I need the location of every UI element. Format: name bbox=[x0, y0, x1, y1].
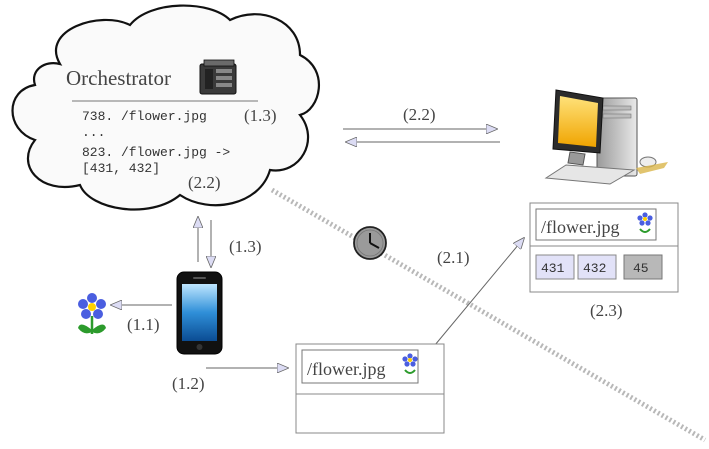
step-2-1-label: (2.1) bbox=[437, 248, 470, 267]
server-file-record: /flower.jpg 431 432 45 bbox=[529, 202, 679, 293]
log-line-3: 823. /flower.jpg -> bbox=[82, 145, 230, 160]
flower-icon bbox=[78, 293, 106, 334]
desktop-computer-icon bbox=[544, 89, 668, 185]
log-line-1: 738. /flower.jpg bbox=[82, 109, 207, 124]
slot-45 bbox=[623, 254, 663, 280]
slot-431 bbox=[535, 254, 575, 280]
local-record-filename: /flower.jpg bbox=[307, 359, 386, 379]
step-2-2-cloud-label: (2.2) bbox=[188, 173, 221, 192]
clock-icon bbox=[353, 226, 387, 260]
server-record-filename: /flower.jpg bbox=[541, 217, 620, 237]
orchestrator-title: Orchestrator bbox=[66, 66, 171, 90]
step-1-3-cloud-label: (1.3) bbox=[244, 106, 277, 125]
log-line-4: [431, 432] bbox=[82, 161, 160, 176]
server-record-flower-icon bbox=[637, 212, 653, 233]
step-1-1-label: (1.1) bbox=[127, 315, 160, 334]
slot-432 bbox=[577, 254, 617, 280]
log-line-2: ... bbox=[82, 125, 105, 140]
step-1-3-label: (1.3) bbox=[229, 237, 262, 256]
local-record-flower-icon bbox=[402, 353, 418, 374]
step-2-2-label: (2.2) bbox=[403, 105, 436, 124]
step-2-3-label: (2.3) bbox=[590, 301, 623, 320]
slot-45-label: 45 bbox=[633, 261, 649, 276]
step-1-2-label: (1.2) bbox=[172, 374, 205, 393]
smartphone-icon bbox=[176, 271, 223, 355]
local-file-record: /flower.jpg bbox=[295, 343, 445, 434]
orchestrator-cloud bbox=[11, 4, 320, 211]
server-icon bbox=[199, 59, 237, 95]
slot-432-label: 432 bbox=[583, 261, 606, 276]
slot-431-label: 431 bbox=[541, 261, 565, 276]
arrow-local-to-server-record bbox=[424, 238, 524, 358]
